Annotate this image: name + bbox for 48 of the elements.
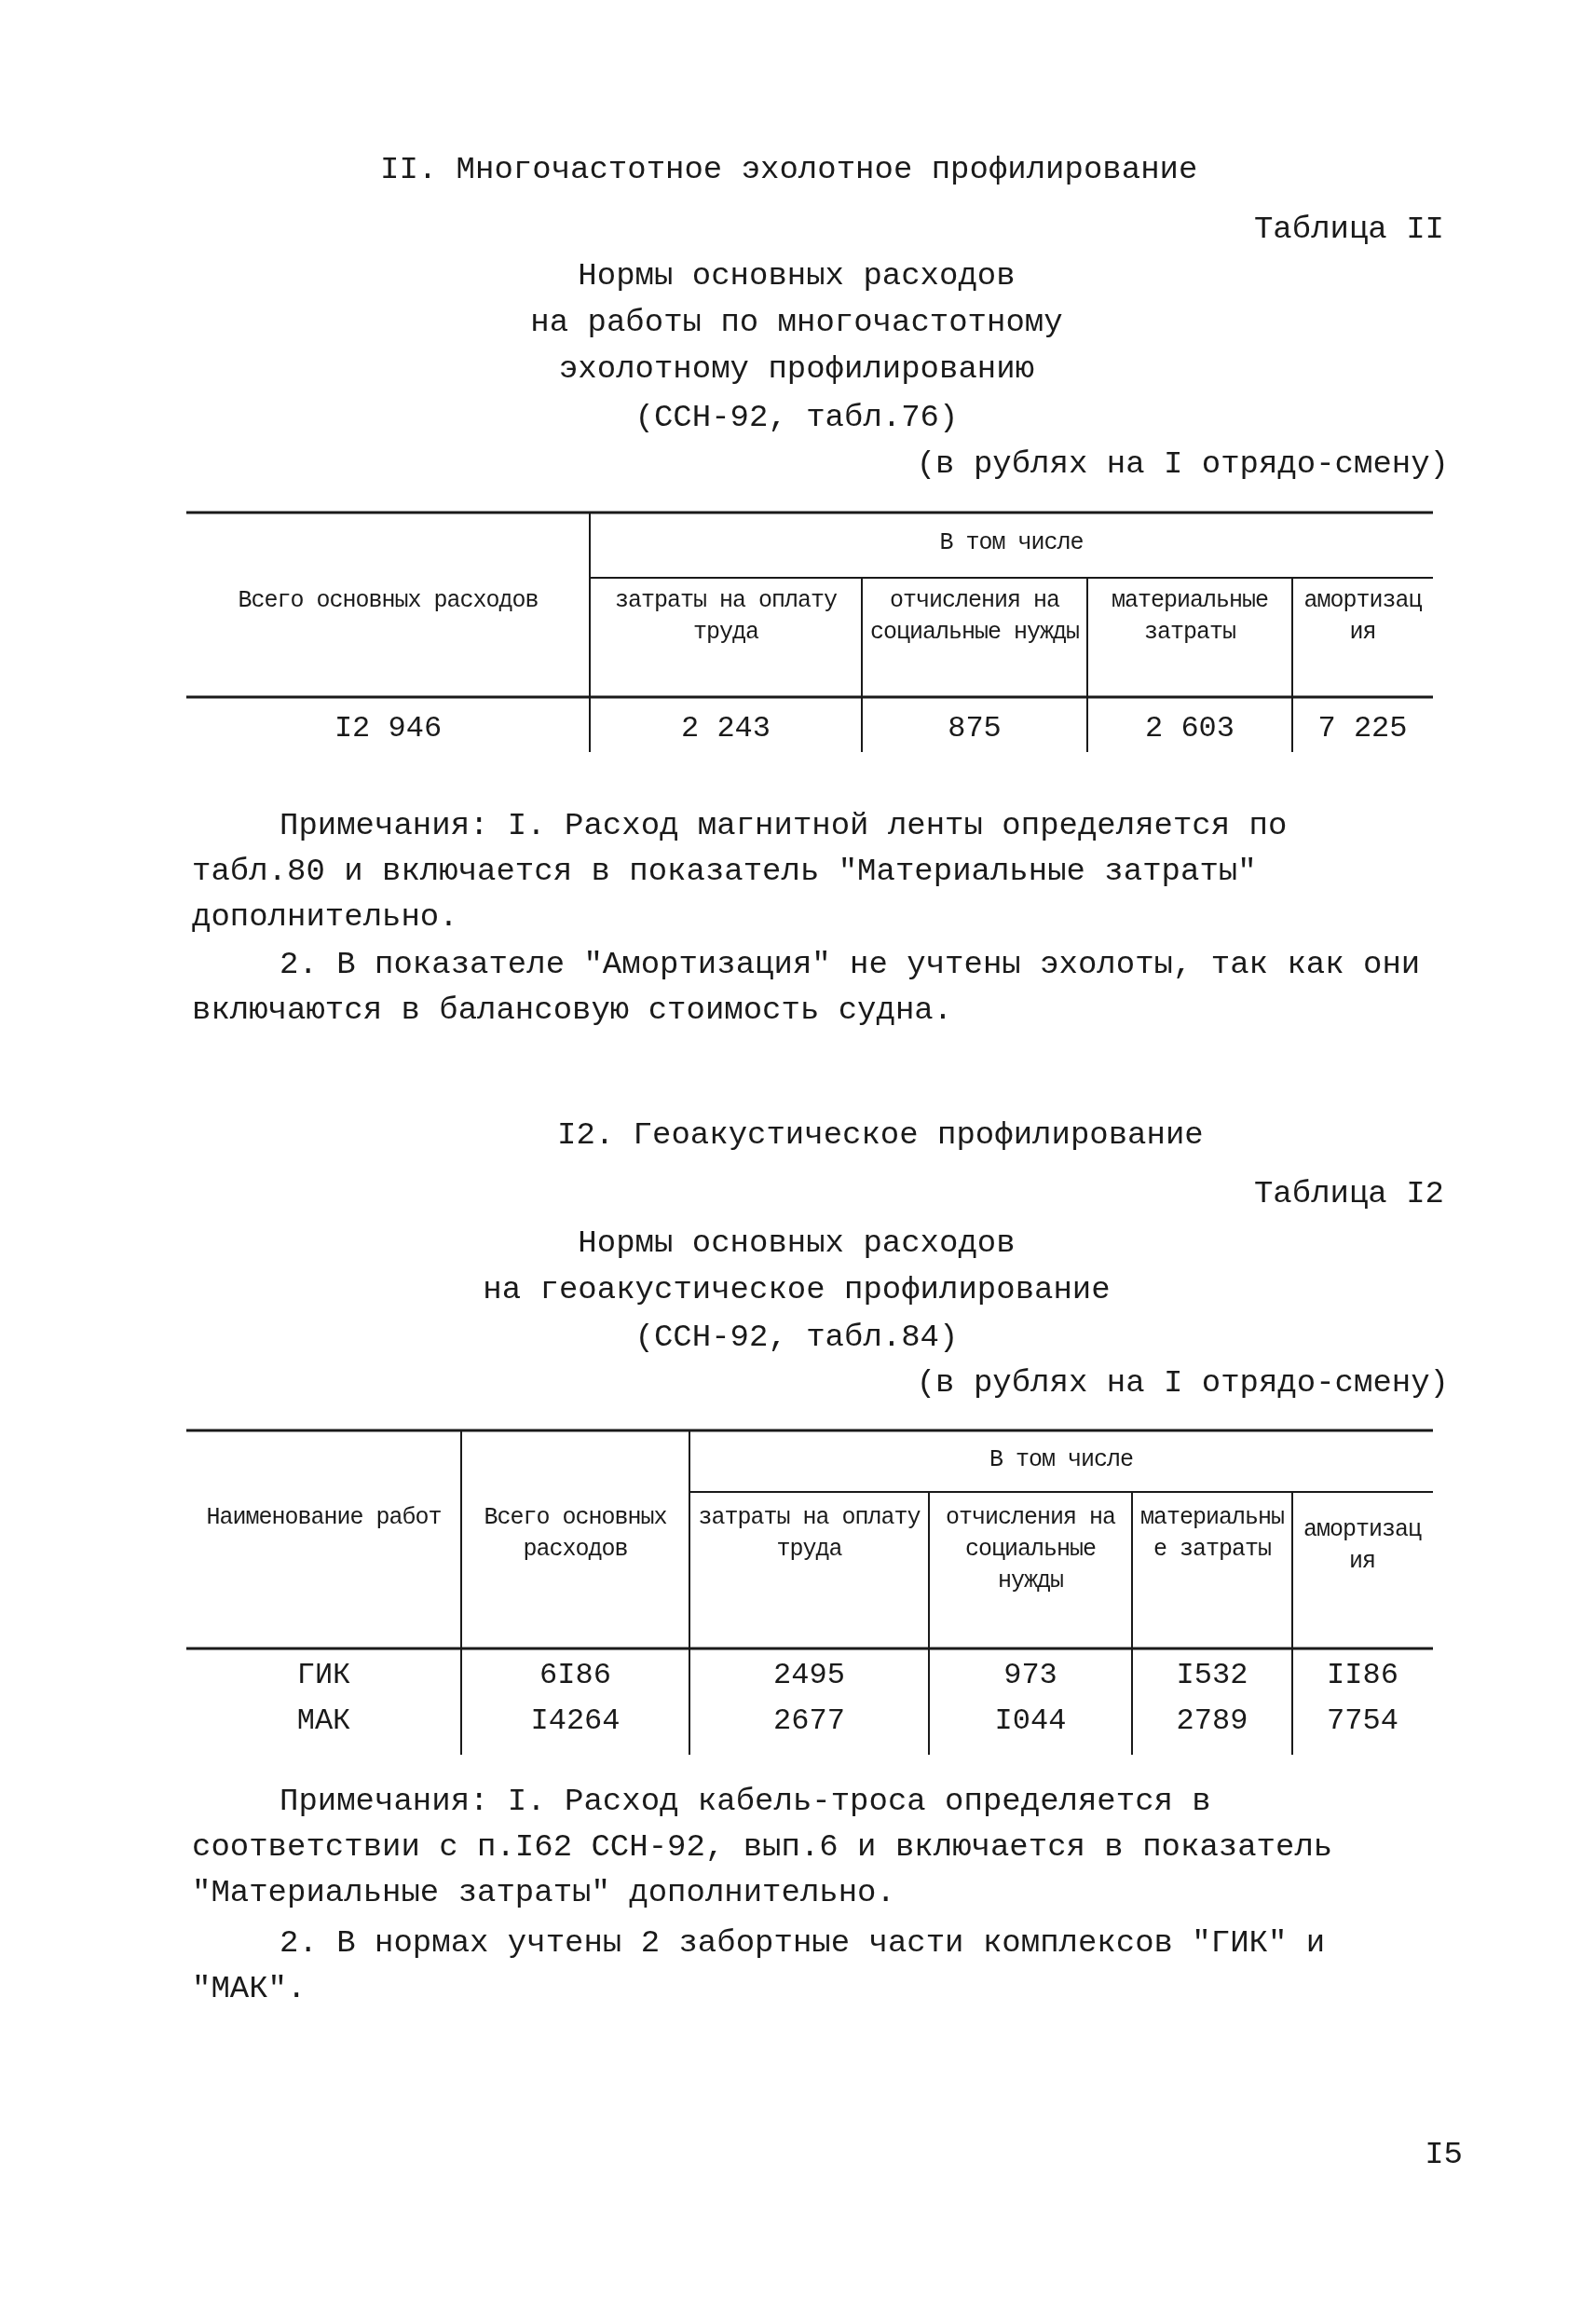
table-title: (ССН-92, табл.84) [634, 1319, 960, 1357]
note-paragraph: Примечания: I. Расход кабель-троса определяется в соответствии с п.I62 ССН-92, вып.6 и включается в показатель "Материальные затраты" дополнительно. [192, 1783, 1334, 1912]
section-heading: I2. Геоакустическое профилирование [557, 1116, 1205, 1155]
note-paragraph: 2. В показателе "Амортизация" не учтены эхолоты, так как они включаются в балансовую стоимость судна. [192, 946, 1422, 1030]
table-cell-text: 2 243 [680, 713, 771, 745]
table-cell-text: I4264 [529, 1705, 621, 1737]
table-cell-text: 2 603 [1144, 713, 1235, 745]
table-title: на геоакустическое профилирование [482, 1271, 1112, 1309]
row-header: МАК [295, 1705, 352, 1737]
table-cell-text: 875 [947, 713, 1003, 745]
table-title: (ССН-92, табл.76) [634, 399, 960, 437]
table-cell-text: 973 [1003, 1660, 1058, 1691]
table-cell-text: I532 [1175, 1660, 1249, 1691]
table-cell-text: 6I86 [539, 1660, 612, 1691]
column-header: материальные затраты [1111, 586, 1269, 648]
table-title: Нормы основных расходов [577, 257, 1016, 295]
column-header: амортизация [1303, 586, 1423, 648]
column-header: отчисления на социальные нужды [868, 586, 1080, 648]
column-header: В том числе [989, 1445, 1134, 1475]
page-number: I5 [1424, 2136, 1463, 2174]
column-header: Всего основных расходов [237, 586, 539, 616]
table-title: на работы по многочастотному [529, 304, 1064, 342]
column-header: затраты на оплату труда [697, 1503, 921, 1565]
table-cell-text: 2677 [772, 1705, 846, 1737]
unit-note: (в рублях на I отрядо-смену) [915, 1364, 1449, 1402]
column-header: материальные затраты [1139, 1503, 1285, 1565]
unit-note: (в рублях на I отрядо-смену) [915, 445, 1449, 484]
section-heading: II. Многочастотное эхолотное профилирование [380, 151, 1199, 189]
row-header: Наименование работ [205, 1503, 443, 1533]
column-header: отчисления на социальные нужды [944, 1503, 1116, 1596]
table-cell-text: 2789 [1175, 1705, 1249, 1737]
table-number: Таблица II [1252, 211, 1444, 249]
table-cell-text: I2 946 [333, 713, 443, 745]
table-title: Нормы основных расходов [577, 1224, 1016, 1263]
table-number: Таблица I2 [1252, 1175, 1444, 1213]
table-title: эхолотному профилированию [557, 350, 1036, 389]
table-cell-text: I044 [993, 1705, 1068, 1737]
table-cell-text: 7754 [1326, 1705, 1399, 1737]
column-header: амортизация [1303, 1515, 1423, 1577]
note-paragraph: 2. В нормах учтены 2 забортные части комплексов "ГИК" и "МАК". [192, 1924, 1327, 2008]
column-header: затраты на оплату труда [613, 586, 838, 648]
note-paragraph: Примечания: I. Расход магнитной ленты определяется по табл.80 и включается в показатель "Материальные затраты" дополнительно. [192, 807, 1289, 937]
table-cell-text: II86 [1326, 1660, 1399, 1691]
row-header: ГИК [295, 1660, 352, 1691]
table-cell-text: 2495 [772, 1660, 846, 1691]
column-header: Всего основных расходов [483, 1503, 668, 1565]
table-cell-text: 7 225 [1316, 713, 1409, 745]
column-header: В том числе [938, 528, 1084, 558]
